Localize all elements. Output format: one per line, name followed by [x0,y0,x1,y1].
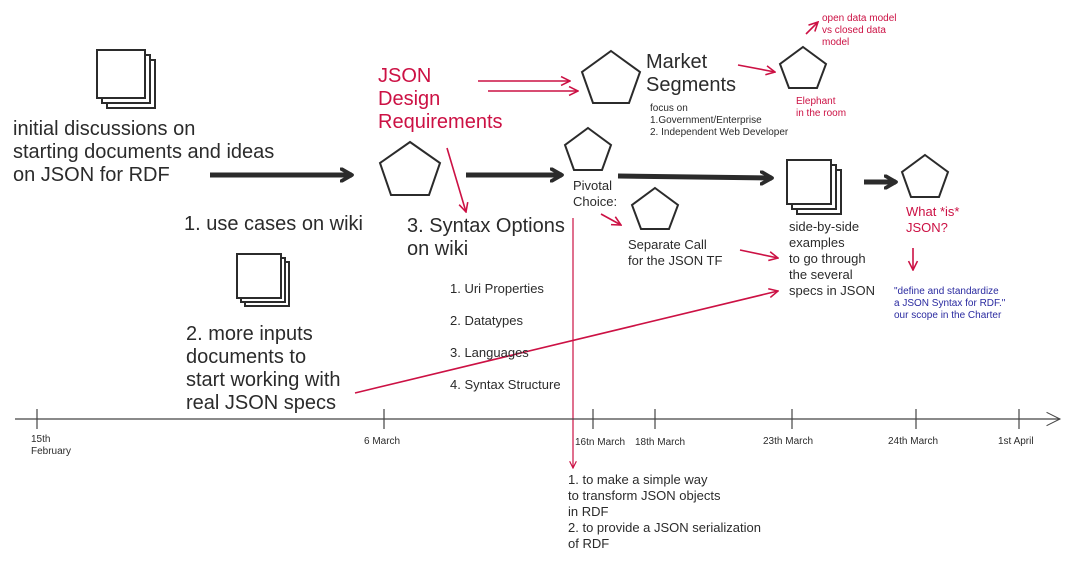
tick-label: 16tn March [575,437,626,448]
market-segments-title: Market Segments [646,51,737,96]
documents-stack-icon [96,49,156,109]
elephant-label: Elephant in the room [796,96,847,119]
what-is-json-label: What *is* JSON? [906,204,960,235]
tick-label: 1st April [998,436,1034,447]
pentagon-icon [630,186,680,230]
pivotal-choice-label: Pivotal Choice: [573,178,618,209]
tick-label: 18th March [635,437,686,448]
pentagon-icon [580,49,642,104]
flow-arrow [617,176,772,178]
pentagon-icon [778,45,828,89]
red-arrow [600,213,621,225]
red-arrow [737,64,775,72]
use-cases-label: 1. use cases on wiki [184,213,363,235]
red-arrow [739,249,778,258]
documents-stack-icon [236,253,290,307]
pivotal-goals-label: 1. to make a simple way to transform JSO… [568,472,761,551]
syntax-option-item: 3. Languages [450,345,529,360]
tick-label: 23th March [763,436,814,447]
tick-label: 24th March [888,436,939,447]
syntax-option-item: 4. Syntax Structure [450,377,561,392]
open-data-model-note: open data model vs closed data model [822,13,897,48]
pentagon-icon [563,126,613,171]
more-inputs-label: 2. more inputs documents to start workin… [186,323,341,414]
separate-call-label: Separate Call for the JSON TF [628,237,723,268]
design-requirements-label: JSON Design Requirements [378,65,503,133]
pentagon-icon [900,153,950,198]
charter-scope-note: "define and standardize a JSON Syntax fo… [894,286,1006,321]
red-arrow [805,22,818,35]
red-arrow [354,291,778,394]
documents-stack-icon [786,159,842,215]
market-segments-focus: focus on 1.Government/Enterprise 2. Inde… [650,103,789,138]
red-arrow [446,147,466,212]
initial-discussions-label: initial discussions on starting document… [13,118,275,186]
timeline-ticks [36,409,1020,429]
tick-label: 6 March [364,436,401,447]
syntax-options-label: 3. Syntax Options on wiki [407,215,565,260]
syntax-option-item: 1. Uri Properties [450,281,544,296]
side-by-side-label: side-by-side examples to go through the … [789,219,875,298]
tick-label: 15th February [31,434,72,457]
syntax-option-item: 2. Datatypes [450,313,523,328]
syntax-options-list: 1. Uri Properties 2. Datatypes 3. Langua… [450,265,561,409]
pentagon-icon [378,140,442,196]
